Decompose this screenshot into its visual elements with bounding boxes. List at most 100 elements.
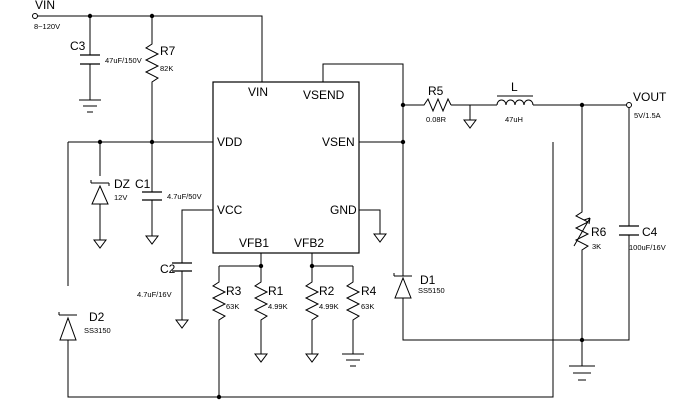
- ground-symbol: [342, 353, 364, 367]
- d2-value: SS3150: [84, 326, 111, 335]
- capacitor-symbol: [619, 225, 639, 236]
- capacitor-symbol: [172, 262, 192, 272]
- zener-diode-dz: DZ 12V: [90, 177, 130, 205]
- junction-dot: [579, 337, 585, 343]
- ground-symbol: [569, 365, 595, 381]
- capacitor-c3: C3 47uF/150V: [70, 39, 142, 65]
- inductor-l: L 47uH: [496, 80, 534, 124]
- resistor-r1: R1 4.99K: [253, 278, 288, 322]
- diode-bar: [393, 273, 412, 277]
- junction-dot: [400, 139, 406, 145]
- ground-symbol: [175, 319, 189, 329]
- ic-pin-vfb1: VFB1: [239, 236, 269, 250]
- capacitor-symbol: [80, 54, 100, 65]
- ic-pin-vcc: VCC: [217, 203, 243, 217]
- controller-ic: VIN VSEND VDD VSEN VCC GND VFB1 VFB2: [212, 81, 360, 254]
- r7-ref: R7: [160, 44, 176, 58]
- resistor-r2: R2 4.99K: [304, 278, 339, 322]
- ground-symbol: [145, 235, 159, 245]
- vout-spec: 5V/1.5A: [634, 111, 661, 120]
- c4-ref: C4: [642, 225, 658, 239]
- junction-dot: [97, 139, 103, 145]
- resistor-r3: R3 63K: [211, 278, 242, 322]
- junctions: [87, 13, 632, 400]
- capacitor-c1: C1 4.7uF/50V: [135, 177, 202, 201]
- ic-pin-gnd: GND: [330, 203, 357, 217]
- ground-symbol: [373, 233, 387, 243]
- vsend-wire: [322, 63, 420, 106]
- vin-terminal: VIN 8~120V: [32, 0, 60, 31]
- ic-pin-vsen: VSEN: [322, 135, 355, 149]
- c3-value: 47uF/150V: [105, 56, 142, 65]
- junction-dot: [258, 263, 264, 269]
- vfb1-node-wire: [218, 253, 262, 397]
- c2-value: 4.7uF/16V: [137, 290, 172, 299]
- vout-terminal-circle: [626, 102, 632, 108]
- inductor-symbol: [496, 99, 534, 106]
- r3-value: 63K: [226, 302, 239, 311]
- resistor-symbol: [304, 278, 320, 322]
- r7-value: 82K: [160, 64, 173, 73]
- r1-ref: R1: [268, 284, 284, 298]
- junction-dot: [216, 394, 222, 400]
- diode-triangle: [91, 184, 109, 205]
- junction-dot: [309, 263, 315, 269]
- d2-loop-wire: [67, 142, 554, 398]
- resistor-r6: R6 3K: [573, 208, 607, 256]
- ic-body: [212, 81, 360, 254]
- vin-label: VIN: [35, 0, 55, 12]
- diode-triangle: [59, 316, 77, 341]
- dz-ref: DZ: [114, 177, 130, 191]
- l-value: 47uH: [505, 115, 523, 124]
- trimmer-arrowhead: [583, 217, 591, 225]
- diode-d1: D1 SS5150: [393, 273, 445, 299]
- resistor-symbol: [144, 40, 160, 88]
- resistor-r4: R4 63K: [345, 278, 377, 322]
- ic-pin-vfb2: VFB2: [294, 236, 324, 250]
- ground-symbol: [463, 119, 477, 129]
- resistor-r7: R7 82K: [144, 40, 176, 88]
- d1-ref: D1: [420, 273, 436, 287]
- vin-range: 8~120V: [34, 22, 60, 31]
- d1-value: SS5150: [418, 286, 445, 295]
- resistor-symbol: [253, 278, 269, 322]
- c1-value: 4.7uF/50V: [167, 192, 202, 201]
- ground-symbol: [305, 353, 319, 363]
- ic-pin-vdd: VDD: [217, 135, 243, 149]
- c1-ref: C1: [135, 177, 151, 191]
- diode-triangle: [394, 276, 412, 299]
- vin-terminal-circle: [32, 13, 38, 19]
- vout-label: VOUT: [633, 90, 667, 104]
- r6-ref: R6: [591, 225, 607, 239]
- ground-symbol: [93, 239, 107, 249]
- resistor-symbol: [420, 97, 452, 113]
- trimmer-arrow: [573, 217, 591, 247]
- diode-bar: [58, 312, 77, 316]
- vin-rail-wire: [35, 15, 263, 82]
- r4-ref: R4: [361, 284, 377, 298]
- junction-dot: [149, 13, 155, 19]
- ground-symbol: [254, 353, 268, 363]
- resistor-symbol: [211, 278, 227, 322]
- ground-symbol: [79, 99, 101, 113]
- r1-value: 4.99K: [268, 302, 288, 311]
- resistor-symbol: [345, 278, 361, 322]
- d1-branch-wire: [402, 105, 630, 341]
- r5-ref: R5: [428, 84, 444, 98]
- c4-value: 100uF/16V: [629, 243, 666, 252]
- junction-dot: [579, 102, 585, 108]
- l-ref: L: [511, 80, 518, 94]
- resistor-r5: R5 0.08R: [420, 84, 452, 124]
- capacitor-c2: C2 4.7uF/16V: [137, 262, 192, 299]
- r2-ref: R2: [319, 284, 335, 298]
- dz-value: 12V: [114, 193, 127, 202]
- ic-pin-vsend: VSEND: [303, 88, 345, 102]
- ic-pin-vin: VIN: [248, 85, 268, 99]
- capacitor-symbol: [142, 191, 162, 201]
- junction-dot: [400, 102, 406, 108]
- r4-value: 63K: [361, 302, 374, 311]
- c3-ref: C3: [70, 39, 86, 53]
- diode-d2: D2 SS3150: [58, 310, 111, 341]
- junction-dot: [149, 139, 155, 145]
